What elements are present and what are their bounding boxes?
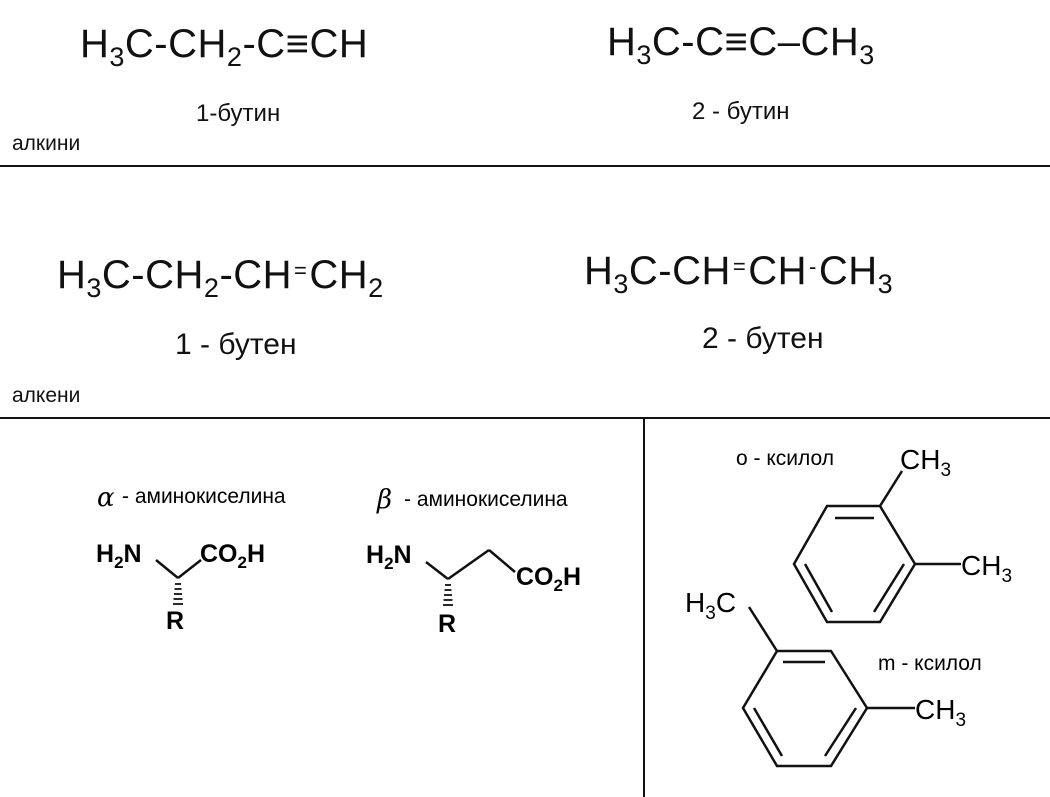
formula-1-butene: H3C-CH2-CH=CH2 <box>57 253 384 303</box>
xylenes-diagram: o - ксилол CH3 CH3 m - ксилол H3C CH3 <box>685 444 1012 768</box>
beta-aminoacid-structure: H2N R CO2H <box>366 541 581 638</box>
m-xylene-label: m - ксилол <box>878 652 982 675</box>
beta-symbol: β <box>376 485 392 515</box>
name-1-butyne: 1-бутин <box>196 100 281 127</box>
m-xylene-structure: H3C CH3 <box>685 587 966 768</box>
alpha-aminoacid-label: - аминокиселина <box>122 485 286 508</box>
svg-text:CH3: CH3 <box>961 550 1012 587</box>
o-xylene-label: o - ксилол <box>736 447 834 470</box>
beta-aminoacid-label: - аминокиселина <box>404 488 568 511</box>
svg-text:CO2H: CO2H <box>200 540 265 572</box>
name-1-butene: 1 - бутен <box>175 328 297 361</box>
svg-text:CO2H: CO2H <box>516 563 581 595</box>
divider-2 <box>0 417 1050 419</box>
name-2-butyne: 2 - бутин <box>692 98 790 125</box>
svg-text:H3C: H3C <box>685 587 736 624</box>
alpha-symbol: α <box>97 483 115 513</box>
svg-text:H2N: H2N <box>96 540 142 572</box>
section-label-alkynes: алкини <box>12 132 81 155</box>
svg-text:CH3: CH3 <box>915 694 966 731</box>
section-label-alkenes: алкени <box>12 384 81 407</box>
o-xylene-structure: CH3 CH3 <box>792 444 1012 624</box>
formula-2-butyne: H3C-C≡C–CH3 <box>607 20 875 70</box>
name-2-butene: 2 - бутен <box>702 322 824 355</box>
amino-acids-diagram: α - аминокиселина β - аминокиселина H2N … <box>96 483 581 638</box>
formula-1-butyne: H3C-CH2-C≡CH <box>80 22 369 72</box>
svg-text:R: R <box>438 610 456 638</box>
svg-text:R: R <box>166 607 184 635</box>
alpha-aminoacid-structure: H2N R CO2H <box>96 540 265 635</box>
formula-2-butene: H3C-CH=CH-CH3 <box>584 249 894 299</box>
divider-vertical <box>643 418 645 797</box>
svg-text:H2N: H2N <box>366 541 412 573</box>
svg-text:CH3: CH3 <box>900 444 951 481</box>
divider-1 <box>0 165 1050 167</box>
